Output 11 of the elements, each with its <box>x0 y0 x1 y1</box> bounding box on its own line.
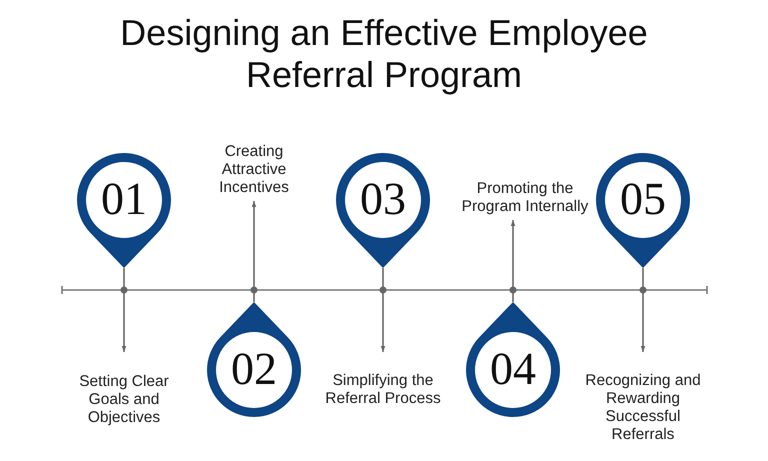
step-label: Promoting the Program Internally <box>460 180 590 216</box>
step-number: 01 <box>100 174 148 224</box>
step-number: 03 <box>359 174 407 224</box>
step-number: 02 <box>230 344 278 394</box>
title: Designing an Effective Employee Referral Program <box>119 12 649 96</box>
step-number: 04 <box>489 344 537 394</box>
step-label: Simplifying the Referral Process <box>324 372 442 408</box>
step-label: Recognizing and Rewarding Successful Referrals <box>584 372 702 444</box>
step-label: Creating Attractive Incentives <box>218 143 290 197</box>
step-label: Setting Clear Goals and Objectives <box>78 373 170 427</box>
step-number: 05 <box>619 174 667 224</box>
